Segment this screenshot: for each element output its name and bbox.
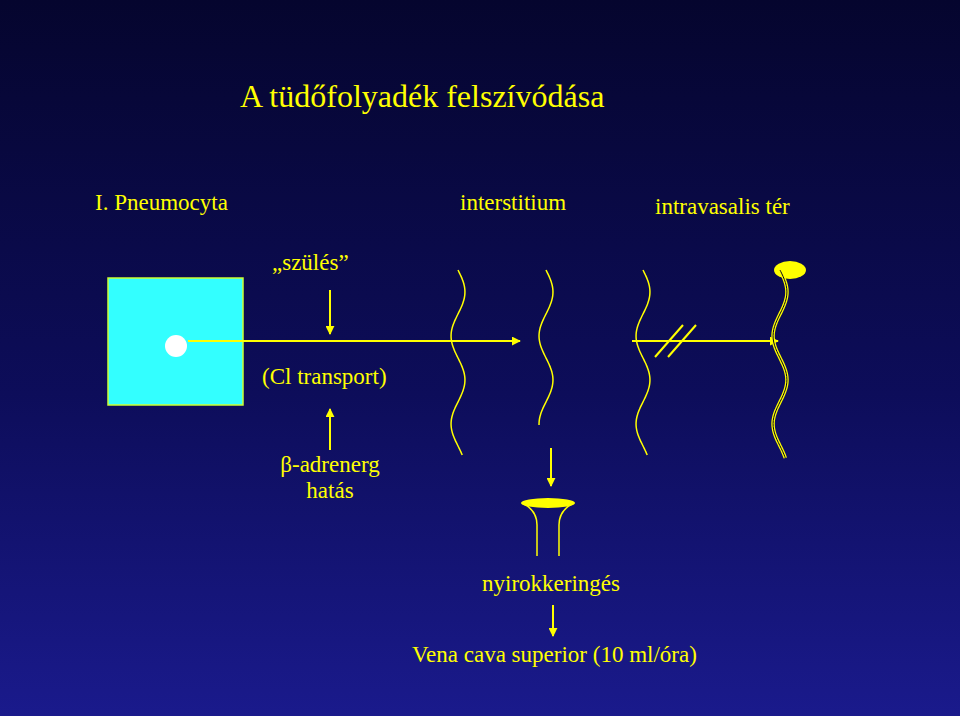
flow-arrow bbox=[188, 340, 520, 342]
adrenergic-arrow bbox=[329, 409, 331, 450]
region-label: intravasalis tér bbox=[655, 194, 790, 220]
pathway-label: nyirokkeringés bbox=[482, 571, 620, 597]
lymph-vessel bbox=[522, 503, 574, 556]
blood-cell bbox=[774, 261, 806, 279]
cell-nucleus bbox=[165, 335, 187, 357]
region-label: interstitium bbox=[460, 190, 566, 216]
lymph-arrow bbox=[550, 448, 552, 486]
mechanism-label: β-adrenerg hatás bbox=[262, 452, 398, 505]
outflow-label: Vena cava superior (10 ml/óra) bbox=[412, 642, 697, 668]
event-label: „szülés” bbox=[272, 250, 349, 276]
birth-arrow bbox=[329, 290, 331, 334]
vena-arrow bbox=[552, 605, 554, 636]
block-slash bbox=[655, 325, 683, 357]
membrane-line bbox=[773, 270, 787, 458]
membrane-line bbox=[773, 270, 787, 458]
mechanism-label: (Cl transport) bbox=[262, 364, 387, 390]
title: A tüdőfolyadék felszívódása bbox=[240, 78, 604, 115]
cell-label: I. Pneumocyta bbox=[95, 190, 228, 216]
membrane-line bbox=[451, 270, 465, 455]
membrane-line bbox=[539, 270, 553, 425]
block-slash bbox=[668, 325, 696, 357]
blocked-arrow bbox=[632, 340, 778, 342]
membrane-line bbox=[636, 270, 650, 455]
